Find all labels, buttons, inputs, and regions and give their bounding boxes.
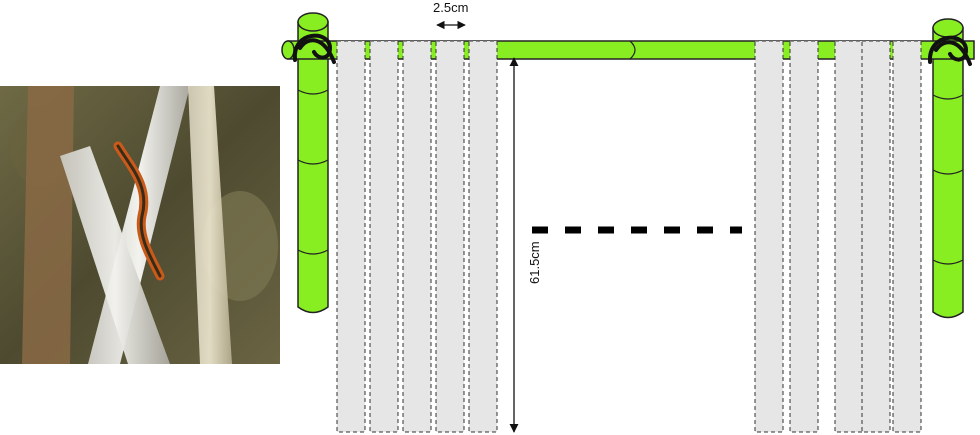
photo-foil-strip <box>60 146 170 364</box>
photo-newt-back <box>116 144 162 278</box>
strip <box>336 40 366 433</box>
photo-foil-strip <box>188 86 232 364</box>
strip <box>369 40 399 433</box>
right-pole <box>932 18 964 319</box>
gap-dimension: 2.5cm <box>433 0 468 30</box>
length-label: 61.5cm <box>527 241 542 284</box>
strip <box>861 40 891 433</box>
strip <box>402 40 432 433</box>
gap-label: 2.5cm <box>433 0 468 15</box>
length-dimension: 61.5cm <box>509 57 542 433</box>
field-photo <box>0 86 280 364</box>
strip <box>789 40 819 433</box>
strip <box>468 40 498 433</box>
strip <box>435 40 465 433</box>
strip <box>892 40 922 433</box>
strip <box>834 40 864 433</box>
clip-icon <box>292 33 336 64</box>
clip-icon <box>927 35 972 66</box>
strip-group-left <box>336 40 498 433</box>
photo-foil-strip <box>22 86 74 364</box>
strip <box>754 40 784 433</box>
strip-group-right <box>754 40 922 433</box>
left-pole <box>297 12 329 314</box>
